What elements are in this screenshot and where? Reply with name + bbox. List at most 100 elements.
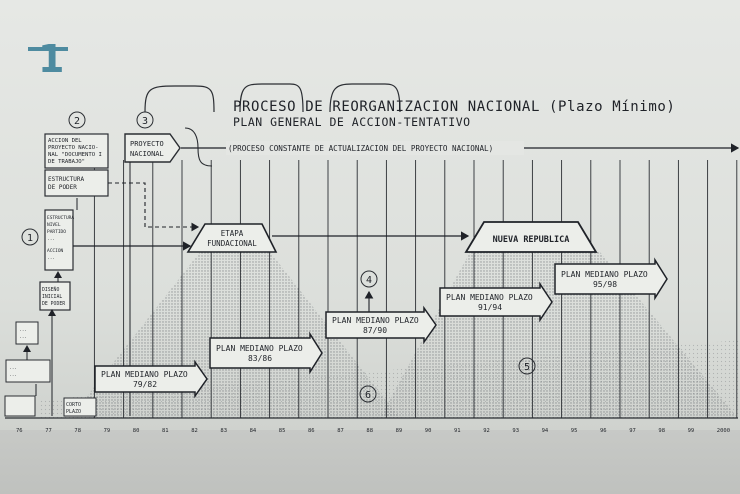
- svg-text:CORTO: CORTO: [66, 402, 81, 408]
- year-label-81: 81: [162, 428, 169, 434]
- page-number: 1: [38, 37, 64, 81]
- year-label-77: 77: [45, 428, 52, 434]
- box-accion-proyecto: ACCION DEL PROYECTO NACIO- NAL "DOCUMENT…: [44, 133, 109, 169]
- stipple-area-base: [40, 340, 740, 418]
- stage-nueva-republica: NUEVA REPUBLICA: [464, 221, 598, 253]
- svg-text:ACCION DEL: ACCION DEL: [48, 138, 82, 144]
- svg-text:3: 3: [142, 116, 148, 127]
- year-label-90: 90: [425, 428, 432, 434]
- plan-label: PLAN MEDIANO PLAZO: [561, 270, 648, 279]
- plan-label: PLAN MEDIANO PLAZO: [216, 344, 303, 353]
- circle-1: 1: [21, 228, 39, 246]
- banner-backdrop: [226, 141, 524, 155]
- year-label-92: 92: [483, 428, 490, 434]
- year-label-91: 91: [454, 428, 461, 434]
- year-label-2000: 2000: [717, 428, 730, 434]
- plan-period: 95/98: [593, 280, 617, 289]
- svg-text:...: ...: [47, 237, 55, 242]
- year-label-76: 76: [16, 428, 23, 434]
- svg-text:NAL "DOCUMENTO I: NAL "DOCUMENTO I: [48, 152, 102, 158]
- year-label-83: 83: [220, 428, 227, 434]
- year-label-98: 98: [658, 428, 665, 434]
- plan-label: PLAN MEDIANO PLAZO: [446, 293, 533, 302]
- circle-4: 4: [360, 270, 378, 288]
- box-small-c: [4, 395, 36, 417]
- svg-text:...: ...: [19, 328, 27, 333]
- svg-text:...: ...: [9, 373, 17, 378]
- page-number-underline: [28, 47, 68, 51]
- diagram-title: PROCESO DE REORGANIZACION NACIONAL (Plaz…: [233, 99, 675, 115]
- box-corto-plazo: CORTO PLAZO: [63, 397, 97, 417]
- svg-text:NIVEL: NIVEL: [47, 222, 61, 228]
- year-label-99: 99: [688, 428, 695, 434]
- year-label-94: 94: [542, 428, 549, 434]
- plan-label: PLAN MEDIANO PLAZO: [332, 316, 419, 325]
- circle-3: 3: [136, 111, 154, 129]
- svg-text:...: ...: [19, 335, 27, 340]
- plan-period: 83/86: [248, 354, 272, 363]
- svg-text:FUNDACIONAL: FUNDACIONAL: [207, 239, 257, 248]
- circle-5: 5: [518, 357, 536, 375]
- svg-text:...: ...: [9, 366, 17, 371]
- year-label-88: 88: [366, 428, 373, 434]
- year-label-85: 85: [279, 428, 286, 434]
- svg-text:6: 6: [365, 390, 371, 401]
- svg-text:ESTRUCTURA: ESTRUCTURA: [48, 176, 85, 183]
- year-label-87: 87: [337, 428, 344, 434]
- stage-etapa-fundacional: ETAPA FUNDACIONAL: [186, 223, 278, 253]
- svg-text:ACCION: ACCION: [47, 248, 64, 254]
- svg-text:5: 5: [524, 362, 530, 373]
- box-small-b: ... ...: [5, 359, 51, 383]
- svg-text:ESTRUCTURA: ESTRUCTURA: [47, 215, 74, 221]
- mid-bracket: [184, 127, 213, 167]
- year-label-93: 93: [512, 428, 519, 434]
- svg-text:INICIAL: INICIAL: [42, 294, 62, 300]
- circle-6: 6: [359, 385, 377, 403]
- year-label-96: 96: [600, 428, 607, 434]
- year-label-79: 79: [104, 428, 111, 434]
- svg-text:PLAZO: PLAZO: [66, 409, 81, 415]
- year-label-95: 95: [571, 428, 578, 434]
- circle-2: 2: [68, 111, 86, 129]
- svg-text:NUEVA REPUBLICA: NUEVA REPUBLICA: [493, 235, 570, 245]
- desk-surface: [0, 430, 740, 494]
- diagram-subtitle: PLAN GENERAL DE ACCION-TENTATIVO: [233, 115, 471, 129]
- box-estructura-poder: ESTRUCTURA DE PODER: [44, 169, 109, 197]
- svg-text:ETAPA: ETAPA: [221, 229, 244, 238]
- plan-period: 91/94: [478, 303, 502, 312]
- top-bracket-1: [144, 85, 215, 113]
- plan-label: PLAN MEDIANO PLAZO: [101, 370, 188, 379]
- dashed-arrow-to-etapa: [108, 182, 200, 232]
- plan-period: 87/90: [363, 326, 387, 335]
- year-grid: [93, 160, 738, 418]
- svg-text:PARTIDO: PARTIDO: [47, 229, 66, 235]
- svg-text:DE PODER: DE PODER: [42, 301, 65, 307]
- box-proyecto-nacional: PROYECTO NACIONAL: [124, 133, 181, 163]
- svg-text:1: 1: [27, 233, 33, 244]
- svg-text:4: 4: [366, 275, 372, 286]
- box-left-low: DISEÑO INICIAL DE PODER: [39, 281, 71, 311]
- year-label-86: 86: [308, 428, 315, 434]
- top-bracket-2: [239, 83, 304, 113]
- svg-text:DISEÑO: DISEÑO: [42, 286, 59, 293]
- year-label-82: 82: [191, 428, 198, 434]
- year-label-89: 89: [396, 428, 403, 434]
- svg-text:DE PODER: DE PODER: [48, 184, 77, 191]
- banner-text: (PROCESO CONSTANTE DE ACTUALIZACION DEL …: [228, 144, 493, 153]
- svg-text:PROYECTO: PROYECTO: [130, 140, 164, 148]
- svg-text:DE TRABAJO": DE TRABAJO": [48, 159, 85, 165]
- svg-text:2: 2: [74, 116, 80, 127]
- box-small-a: ... ...: [15, 321, 39, 345]
- year-label-97: 97: [629, 428, 636, 434]
- box-left-mid: ESTRUCTURA NIVEL PARTIDO ... ACCION ...: [44, 209, 74, 271]
- top-bracket-3: [329, 83, 401, 113]
- year-label-84: 84: [250, 428, 257, 434]
